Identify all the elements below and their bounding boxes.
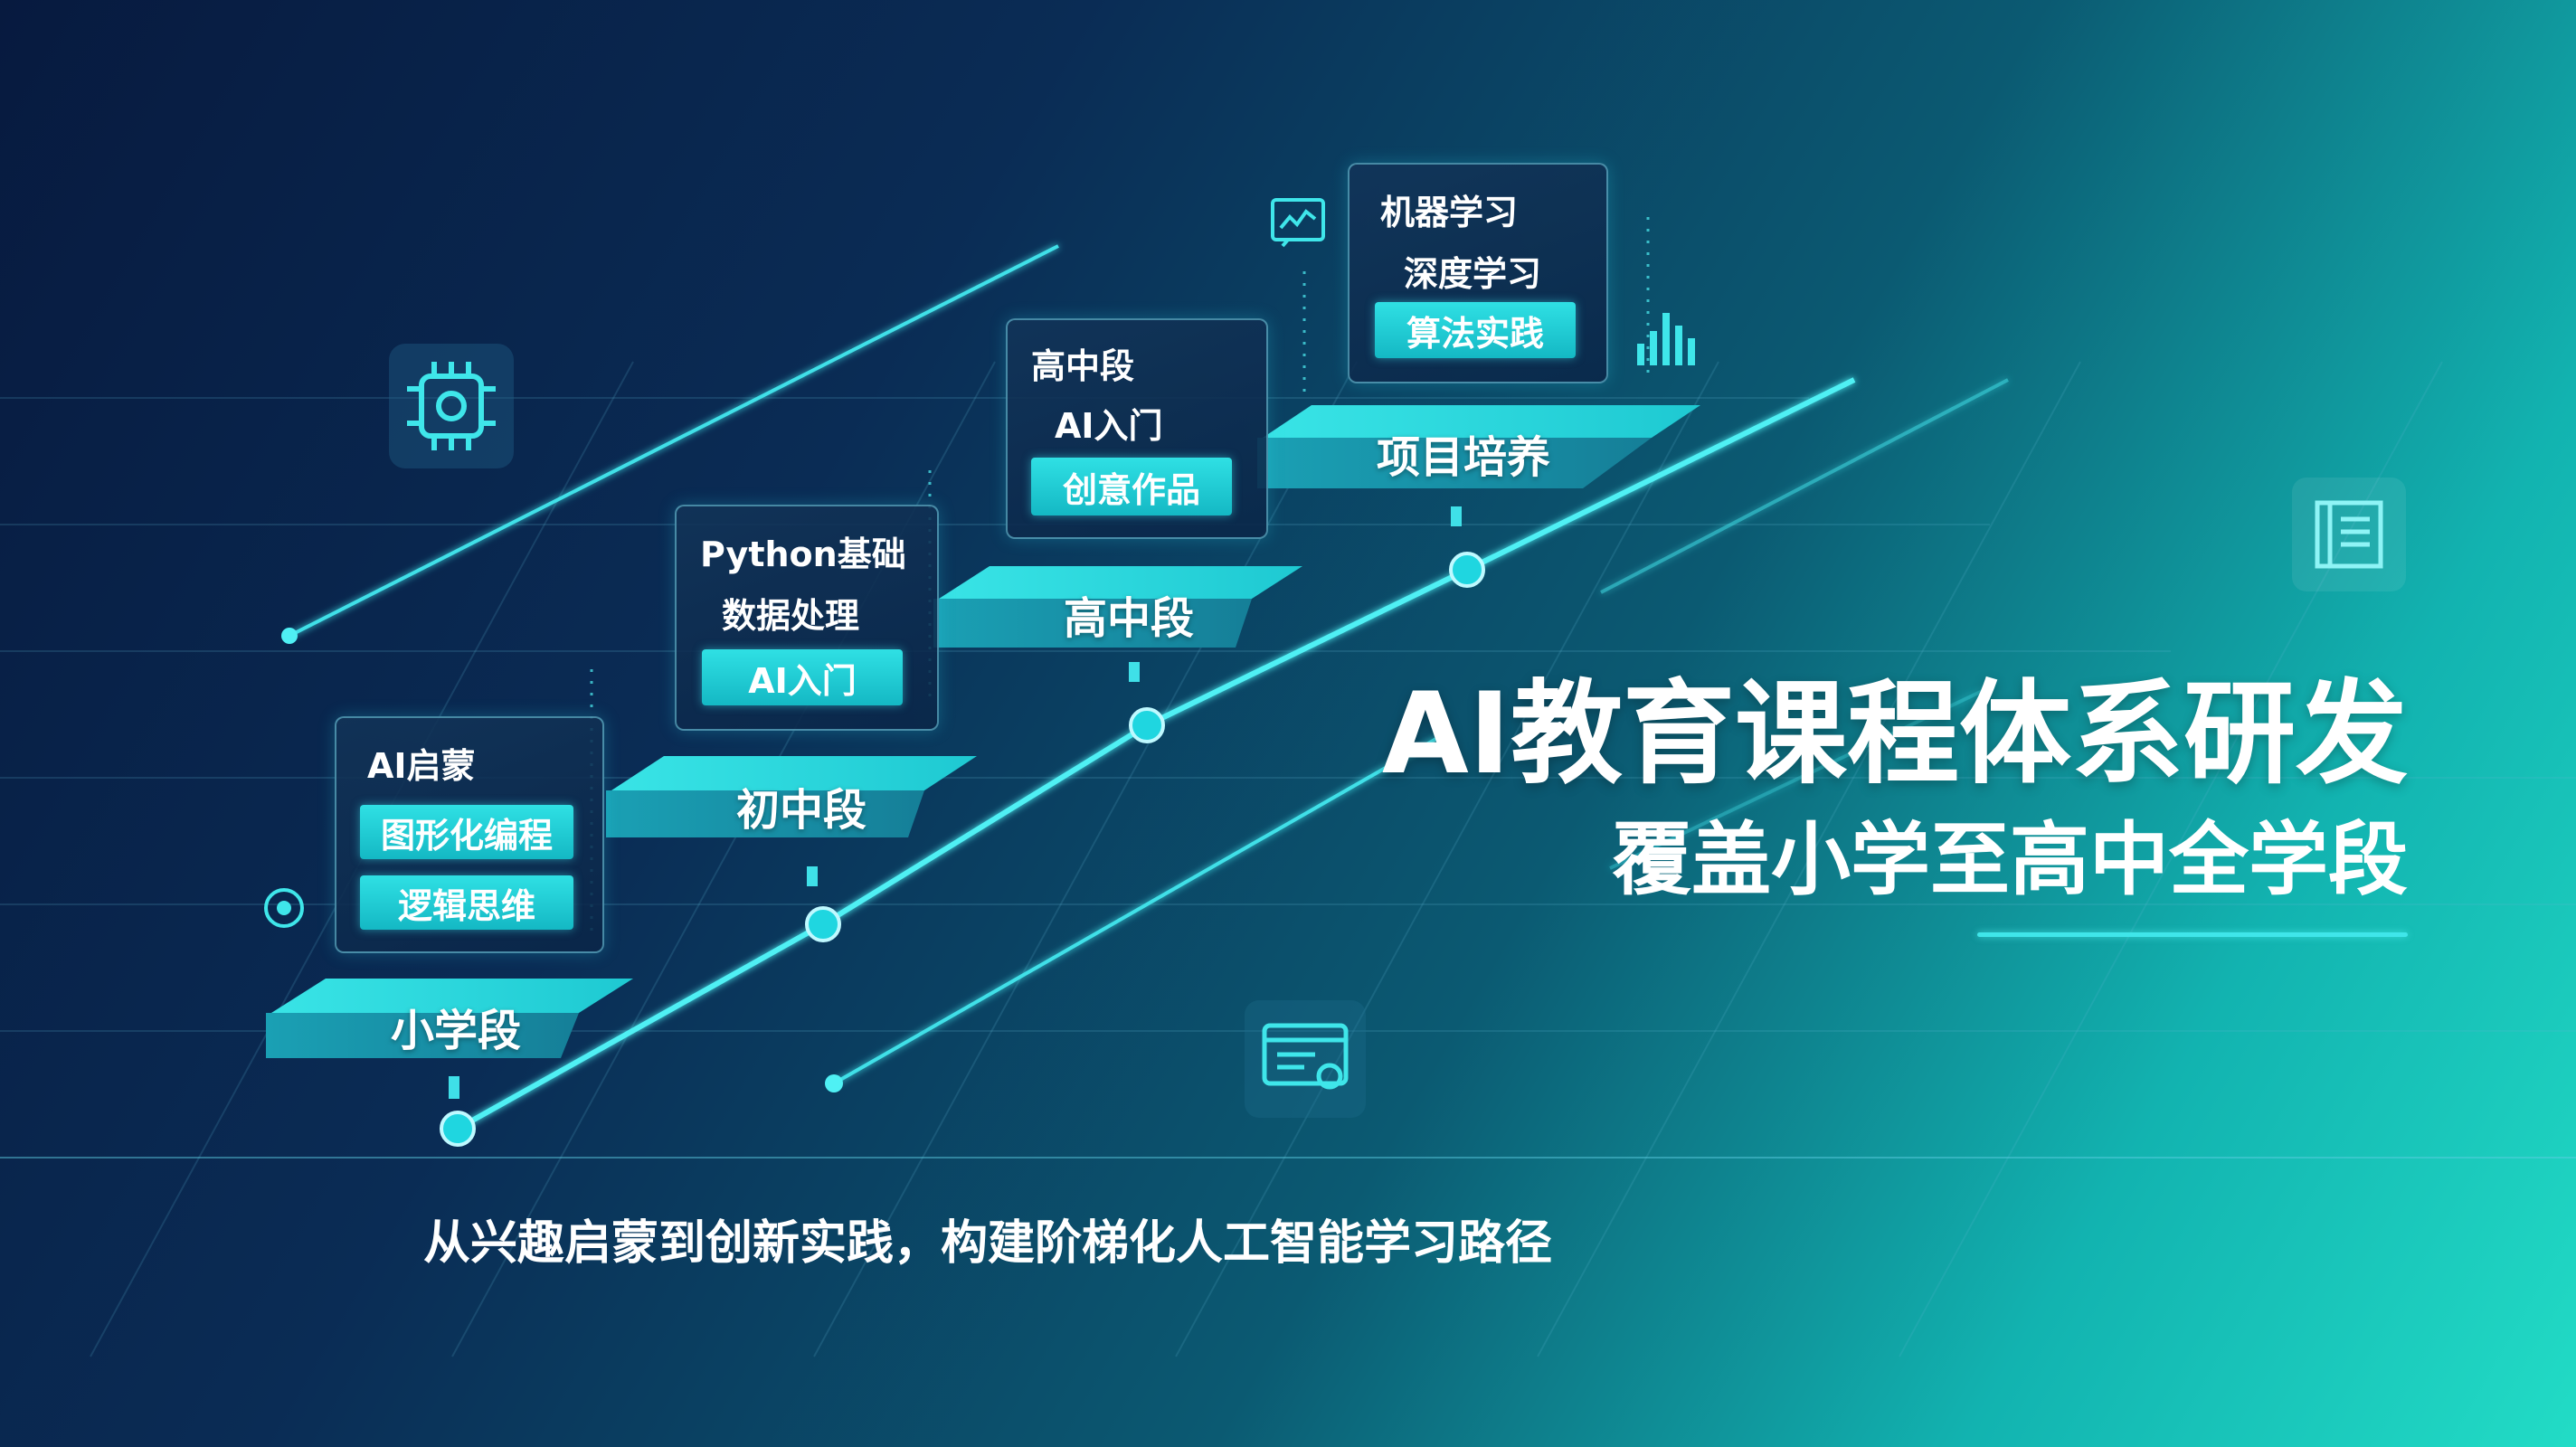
card-chip: 图形化编程 <box>360 805 573 859</box>
card-chip: 算法实践 <box>1375 302 1576 358</box>
line-node <box>281 628 298 644</box>
card-line: 机器学习 <box>1380 193 1519 232</box>
course-card-senior: 高中段 AI入门 创意作品 <box>1006 318 1268 539</box>
step-junior <box>606 756 977 837</box>
bar-chart-icon <box>1634 304 1697 365</box>
step-label-primary: 小学段 <box>391 1006 522 1056</box>
card-chip: 创意作品 <box>1031 458 1232 515</box>
chip-icon <box>387 342 516 470</box>
line-node <box>825 1074 843 1092</box>
book-icon <box>2290 476 2408 593</box>
target-icon <box>262 886 306 930</box>
step-primary <box>266 979 633 1058</box>
diagonal-line <box>289 244 1059 638</box>
step-project <box>1257 405 1700 488</box>
diagonal-line <box>1609 686 1991 870</box>
step-label-junior: 初中段 <box>736 785 867 836</box>
step-label-senior: 高中段 <box>1064 593 1195 644</box>
diagonal-line <box>833 731 1448 1085</box>
card-line: 深度学习 <box>1404 254 1542 294</box>
card-chip: 逻辑思维 <box>360 875 573 930</box>
line-chart-icon <box>1270 197 1326 248</box>
main-title: AI教育课程体系研发 <box>1381 669 2408 799</box>
course-card-project: 机器学习 深度学习 算法实践 <box>1348 163 1608 383</box>
step-senior <box>933 566 1302 648</box>
subtitle: 覆盖小学至高中全学段 <box>1611 813 2408 906</box>
course-card-primary: AI启蒙 图形化编程 逻辑思维 <box>335 716 604 953</box>
card-line: AI启蒙 <box>367 746 476 786</box>
path-nodes <box>440 552 1485 1147</box>
card-line: Python基础 <box>700 534 906 574</box>
diagonal-line <box>1600 378 2009 594</box>
monitor-icon <box>1243 998 1368 1120</box>
tagline: 从兴趣启蒙到创新实践，构建阶梯化人工智能学习路径 <box>423 1216 1553 1271</box>
title-underline <box>1977 932 2408 937</box>
card-line: AI入门 <box>1055 406 1163 446</box>
path-arrows <box>449 506 1462 1099</box>
card-line: 高中段 <box>1031 346 1135 386</box>
step-label-project: 项目培养 <box>1377 432 1551 483</box>
card-chip: AI入门 <box>702 649 903 705</box>
course-card-junior: Python基础 数据处理 AI入门 <box>675 505 939 731</box>
card-line: 数据处理 <box>722 596 860 636</box>
